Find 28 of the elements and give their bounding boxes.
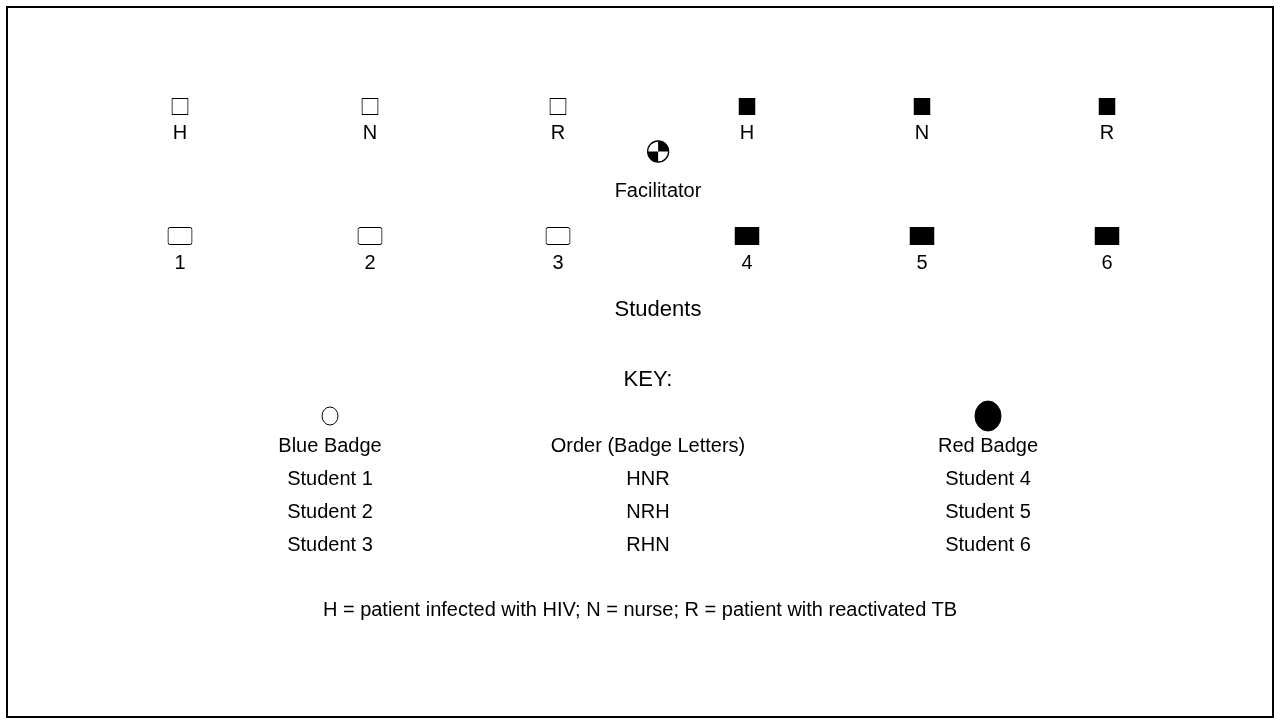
table-cell: HNR xyxy=(626,467,670,490)
badge-letter: N xyxy=(362,121,378,144)
badge-letter: R xyxy=(1099,121,1115,144)
table-cell: Student 1 xyxy=(287,467,373,490)
seat-number: 4 xyxy=(741,251,753,274)
seat-number: 6 xyxy=(1101,251,1113,274)
key-heading: KEY: xyxy=(623,366,673,392)
table-cell: Student 5 xyxy=(945,500,1031,523)
badge-letter: H xyxy=(172,121,188,144)
role-label: Facilitator xyxy=(614,179,702,202)
badge-letter: N xyxy=(914,121,930,144)
table-header: Order (Badge Letters) xyxy=(550,434,746,457)
seat-number: 5 xyxy=(916,251,928,274)
table-header: Blue Badge xyxy=(278,434,382,457)
seat-number: 1 xyxy=(174,251,186,274)
seat-number: 3 xyxy=(552,251,564,274)
table-header: Red Badge xyxy=(937,434,1039,457)
badge-letter: R xyxy=(550,121,566,144)
caption: H = patient infected with HIV; N = nurse; R = patient with reactivated TB xyxy=(322,598,958,621)
table-cell: RHN xyxy=(626,533,670,556)
table-cell: Student 2 xyxy=(287,500,373,523)
table-cell: Student 6 xyxy=(945,533,1031,556)
group-label: Students xyxy=(614,296,702,322)
badge-letter: H xyxy=(739,121,755,144)
table-cell: Student 3 xyxy=(287,533,373,556)
seat-number: 2 xyxy=(364,251,376,274)
table-cell: NRH xyxy=(626,500,670,523)
table-cell: Student 4 xyxy=(945,467,1031,490)
